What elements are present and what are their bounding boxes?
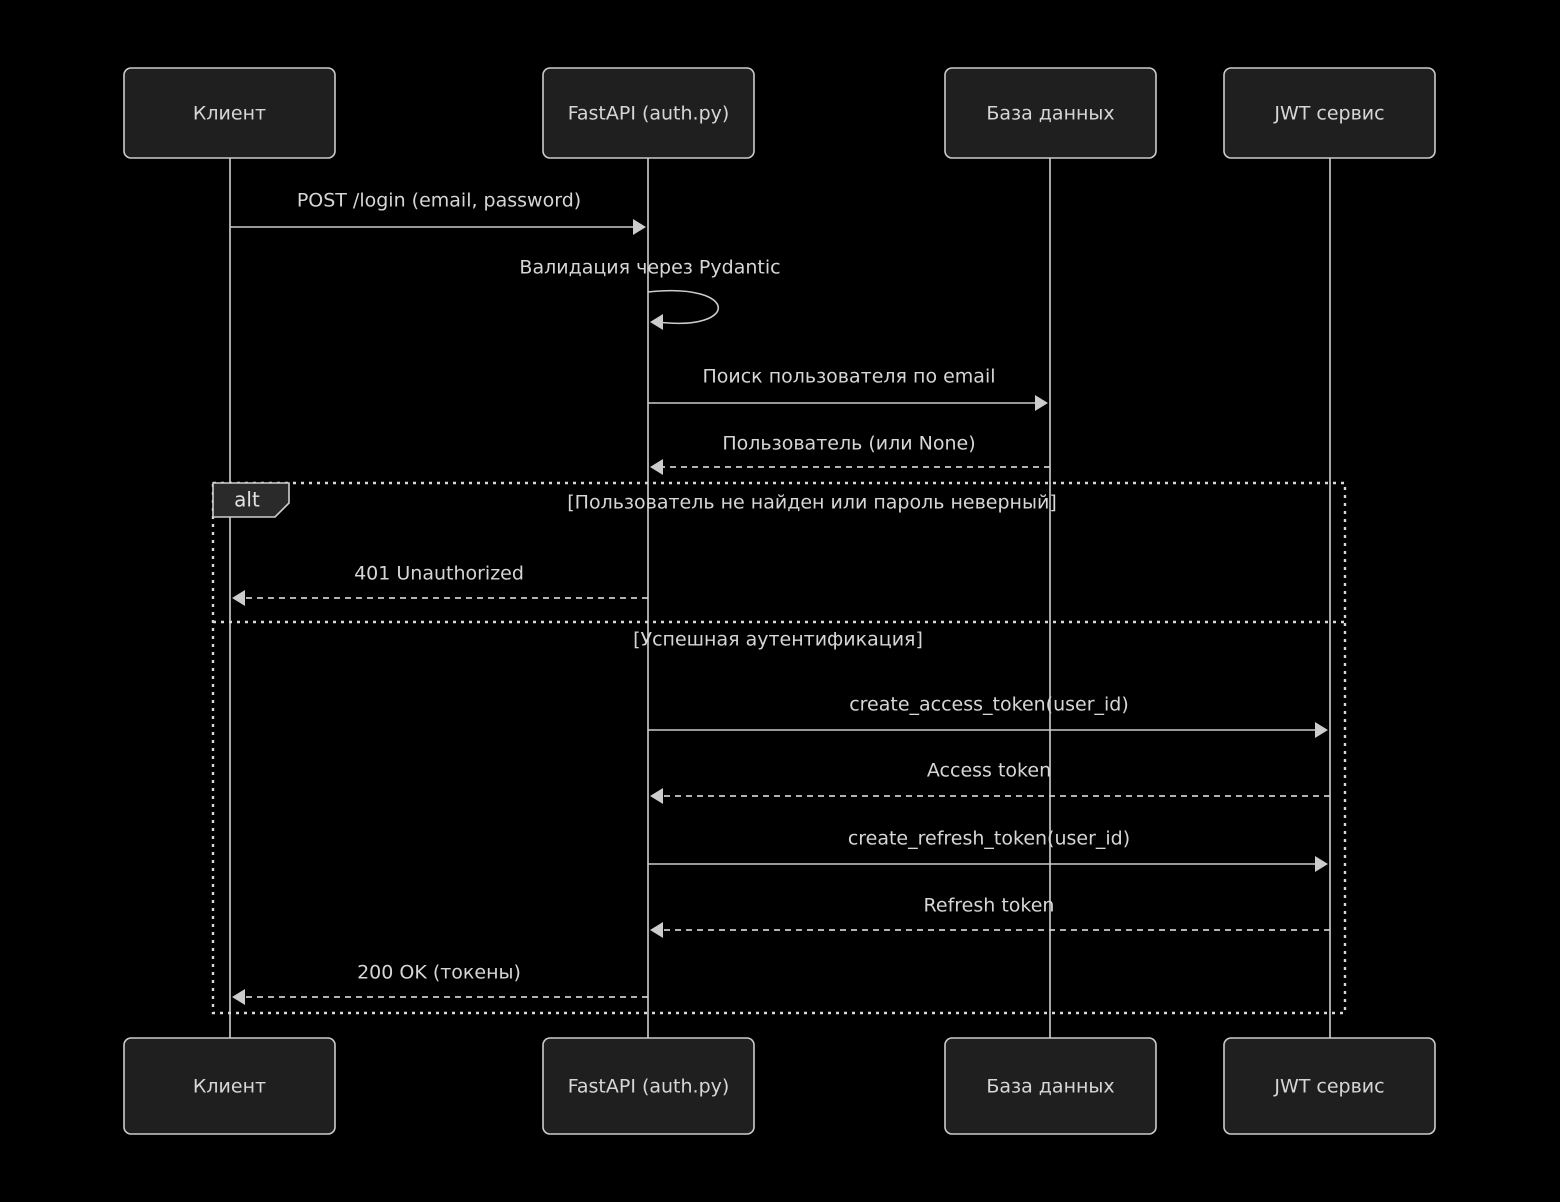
- message-m6: create_access_token(user_id): [648, 694, 1328, 738]
- arrow-head-icon: [650, 788, 663, 804]
- alt-fragment-tab: [212, 482, 290, 518]
- message-label: create_access_token(user_id): [849, 694, 1129, 716]
- message-label: Поиск пользователя по email: [702, 366, 995, 388]
- arrow-head-icon: [650, 314, 663, 330]
- participant-top-client[interactable]: Клиент: [123, 67, 336, 159]
- message-m1: POST /login (email, password): [230, 190, 646, 235]
- participant-label: FastAPI (auth.py): [568, 103, 730, 125]
- participant-box: [123, 67, 336, 159]
- message-m5: 401 Unauthorized: [232, 563, 648, 606]
- alt-branch-condition-1: [Успешная аутентификация]: [633, 629, 923, 651]
- self-message-loop: [647, 289, 720, 325]
- participant-label: Клиент: [193, 1076, 266, 1098]
- participant-label: База данных: [986, 1076, 1114, 1098]
- message-m2: Валидация через Pydantic: [519, 257, 781, 330]
- alt-fragment: alt [Пользователь не найден или пароль не…: [211, 481, 1347, 1015]
- lifelines-layer: [229, 158, 1331, 1038]
- message-m10: 200 OK (токены): [232, 962, 648, 1005]
- arrow-head-icon: [1315, 722, 1328, 738]
- participant-box: [123, 1037, 336, 1135]
- message-label: POST /login (email, password): [297, 190, 581, 212]
- arrow-head-icon: [650, 922, 663, 938]
- participant-top-jwt[interactable]: JWT сервис: [1223, 67, 1436, 159]
- participant-label: JWT сервис: [1273, 1076, 1384, 1098]
- messages-layer: POST /login (email, password) Валидация ч…: [230, 190, 1330, 1005]
- message-label: 401 Unauthorized: [354, 563, 524, 585]
- message-m7: Access token: [650, 760, 1330, 804]
- participant-label: База данных: [986, 103, 1114, 125]
- participant-label: Клиент: [193, 103, 266, 125]
- message-m3: Поиск пользователя по email: [648, 366, 1048, 411]
- participant-bottom-fastapi[interactable]: FastAPI (auth.py): [542, 1037, 755, 1135]
- message-label: Access token: [927, 760, 1051, 782]
- participant-bottom-jwt[interactable]: JWT сервис: [1223, 1037, 1436, 1135]
- arrow-head-icon: [1315, 856, 1328, 872]
- arrow-head-icon: [232, 590, 245, 606]
- message-m8: create_refresh_token(user_id): [648, 828, 1328, 872]
- participant-box: [944, 1037, 1157, 1135]
- message-label: Refresh token: [924, 895, 1055, 917]
- message-label: create_refresh_token(user_id): [848, 828, 1130, 850]
- message-m9: Refresh token: [650, 895, 1330, 938]
- arrow-head-icon: [1035, 395, 1048, 411]
- participant-label: JWT сервис: [1273, 103, 1384, 125]
- actors-bottom-layer: Клиент FastAPI (auth.py) База данных JWT се…: [123, 1037, 1436, 1135]
- actors-top-layer: Клиент FastAPI (auth.py) База данных JWT се…: [123, 67, 1436, 159]
- alt-fragment-layer: alt [Пользователь не найден или пароль не…: [211, 481, 1347, 1015]
- message-label: 200 OK (токены): [357, 962, 521, 984]
- alt-fragment-border: [211, 481, 1347, 1015]
- message-m4: Пользователь (или None): [650, 433, 1050, 475]
- alt-fragment-tab-label: alt: [234, 488, 260, 512]
- participant-box: [1223, 1037, 1436, 1135]
- arrow-head-icon: [633, 219, 646, 235]
- participant-box: [542, 1037, 755, 1135]
- arrow-head-icon: [232, 989, 245, 1005]
- message-label: Валидация через Pydantic: [519, 257, 780, 279]
- participant-bottom-db[interactable]: База данных: [944, 1037, 1157, 1135]
- arrow-head-icon: [650, 459, 663, 475]
- message-label: Пользователь (или None): [722, 433, 975, 455]
- participant-box: [944, 67, 1157, 159]
- participant-label: FastAPI (auth.py): [568, 1076, 730, 1098]
- participant-box: [1223, 67, 1436, 159]
- participant-top-db[interactable]: База данных: [944, 67, 1157, 159]
- alt-branch-condition-0: [Пользователь не найден или пароль невер…: [567, 492, 1056, 514]
- participant-box: [542, 67, 755, 159]
- participant-top-fastapi[interactable]: FastAPI (auth.py): [542, 67, 755, 159]
- participant-bottom-client[interactable]: Клиент: [123, 1037, 336, 1135]
